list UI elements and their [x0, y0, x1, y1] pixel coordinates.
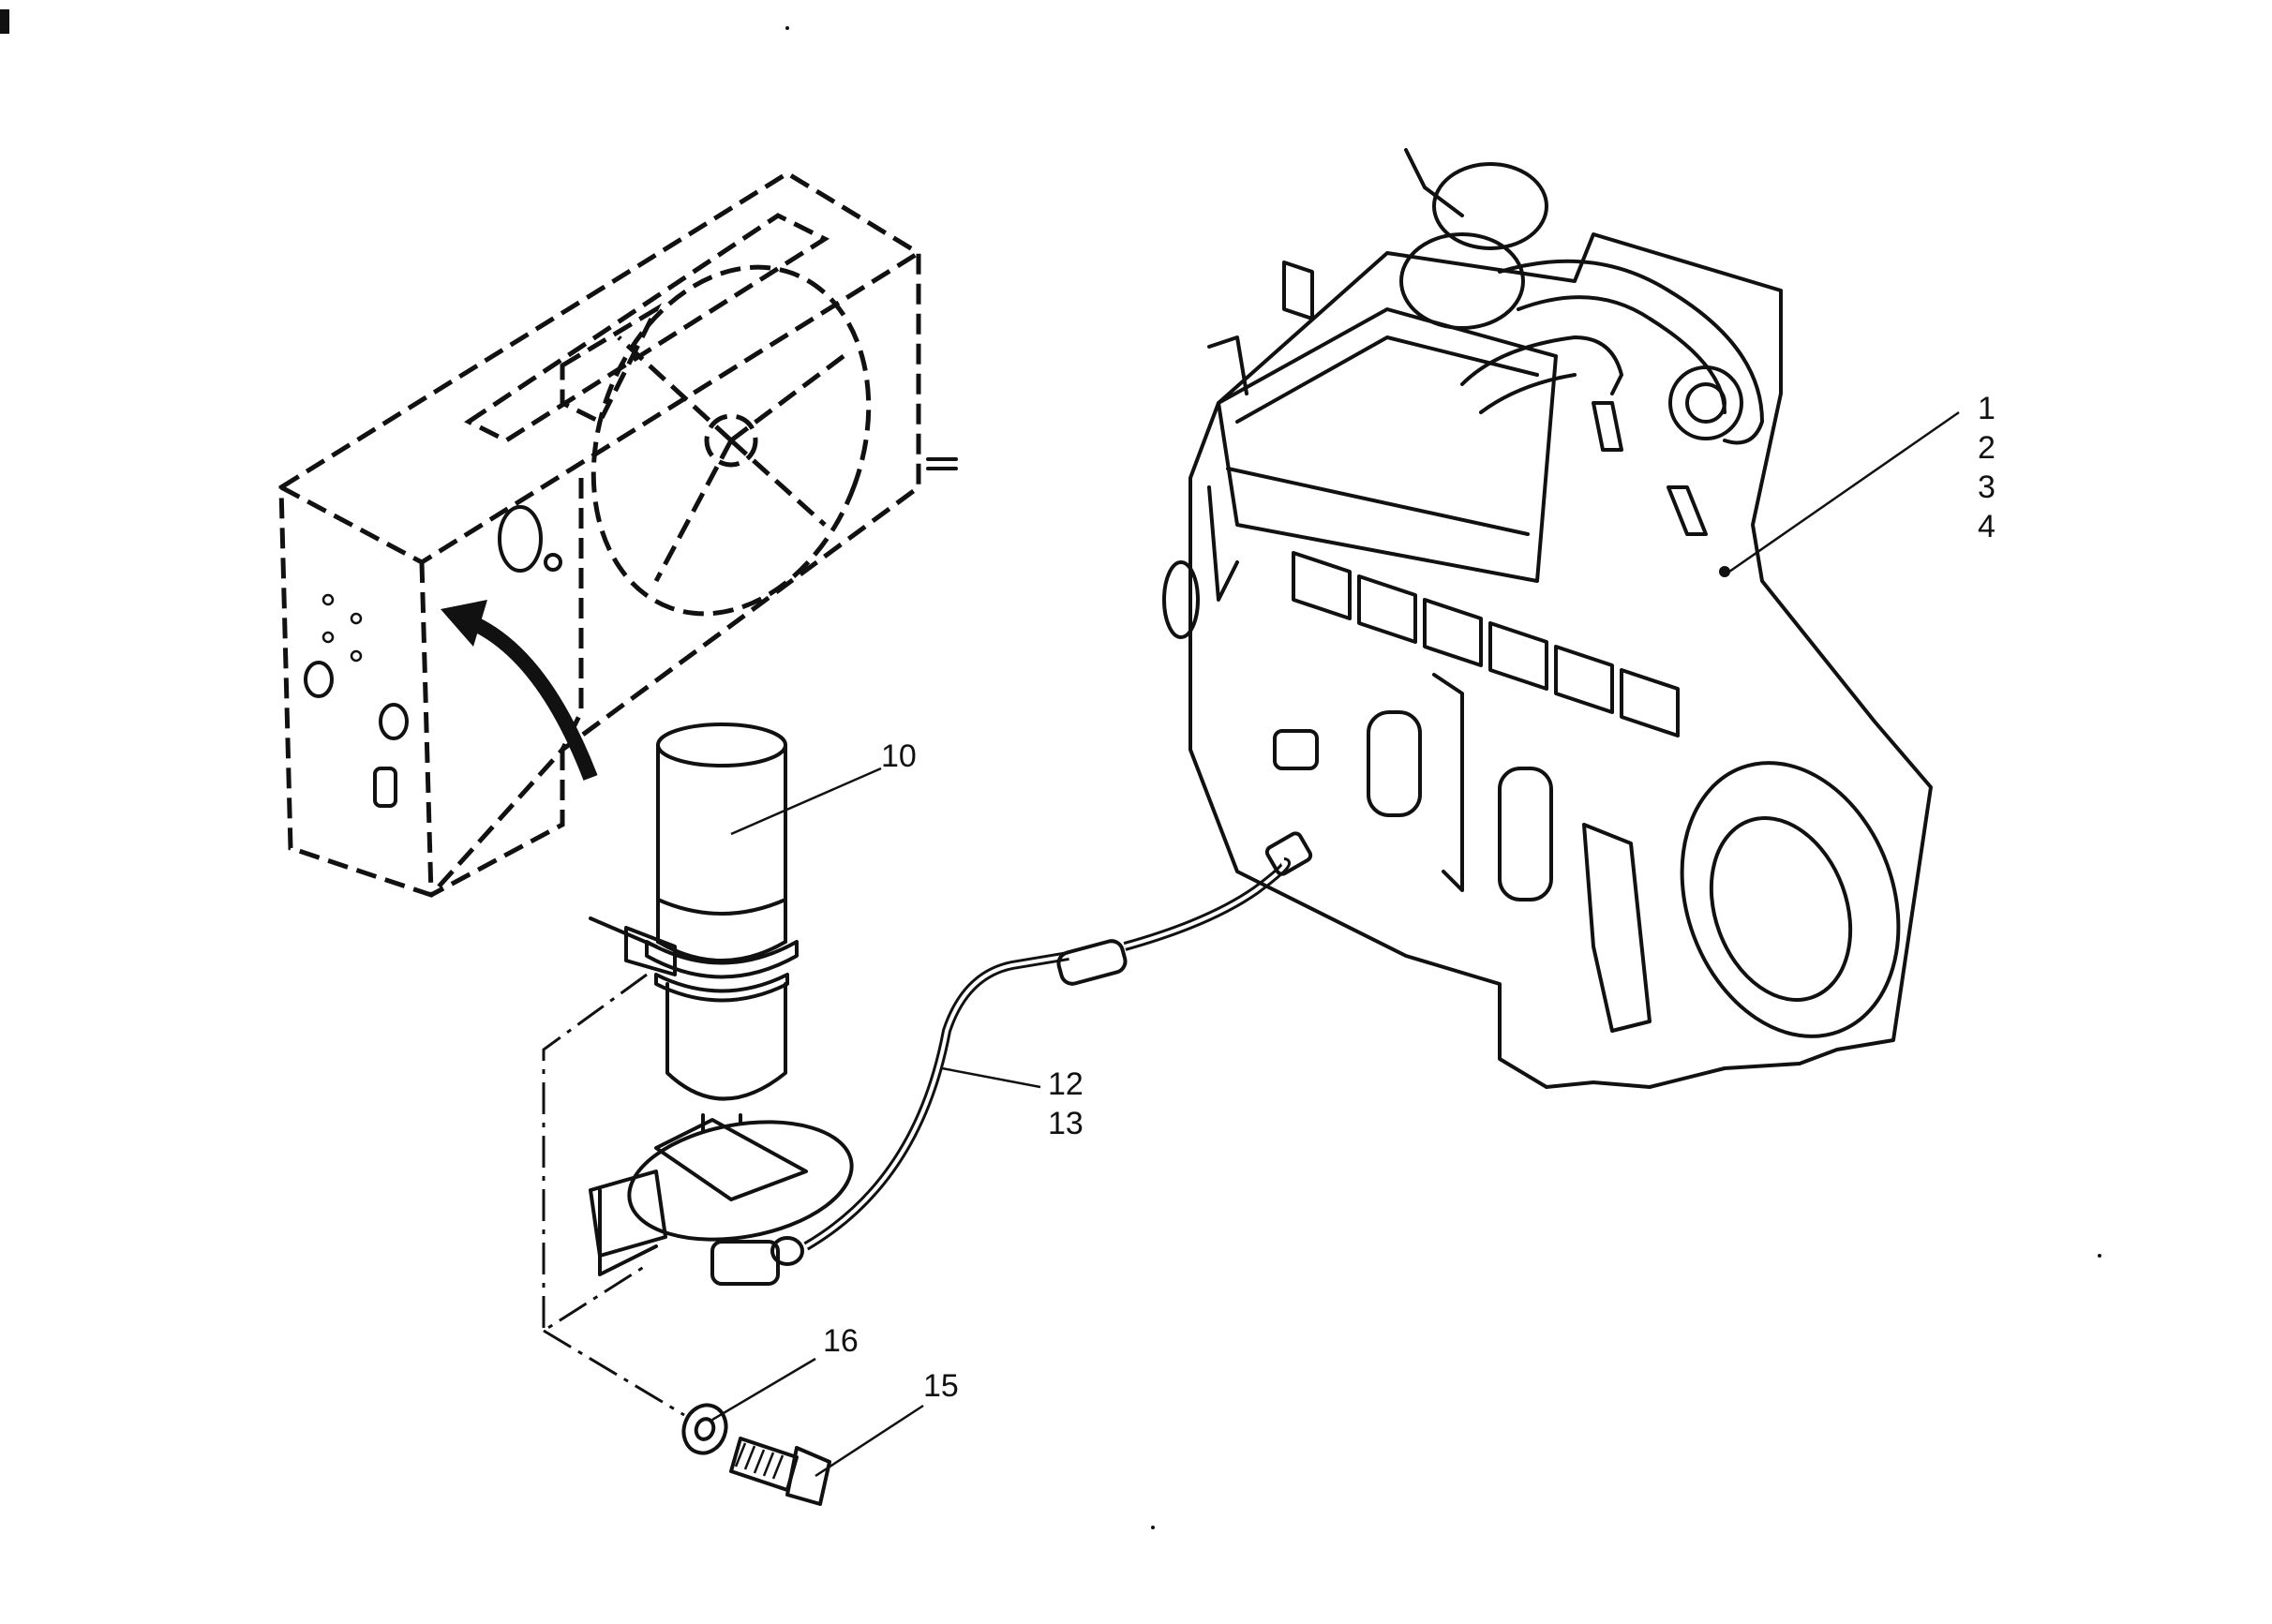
bolt-drawing — [729, 1437, 831, 1506]
callout-4: 4 — [1978, 509, 1995, 544]
callout-10: 10 — [881, 738, 917, 774]
hose-drawing — [803, 831, 1313, 1251]
radiator-drawing — [278, 171, 958, 898]
callout-12: 12 — [1048, 1066, 1084, 1102]
leader-lines — [711, 410, 1960, 1478]
callout-16: 16 — [823, 1323, 859, 1359]
assembly-line — [542, 973, 648, 1333]
arrow-icon — [441, 600, 598, 781]
callout-1: 1 — [1978, 391, 1995, 426]
callout-3: 3 — [1978, 469, 1995, 505]
engine-drawing — [1162, 148, 1933, 1089]
callout-2: 2 — [1978, 430, 1995, 466]
callout-13: 13 — [1048, 1106, 1084, 1141]
fuel-filter-drawing — [589, 723, 854, 1286]
corner-mark — [0, 9, 9, 34]
assembly-line-lower — [543, 1329, 685, 1417]
washer-drawing — [681, 1403, 728, 1455]
callout-15: 15 — [923, 1368, 959, 1404]
